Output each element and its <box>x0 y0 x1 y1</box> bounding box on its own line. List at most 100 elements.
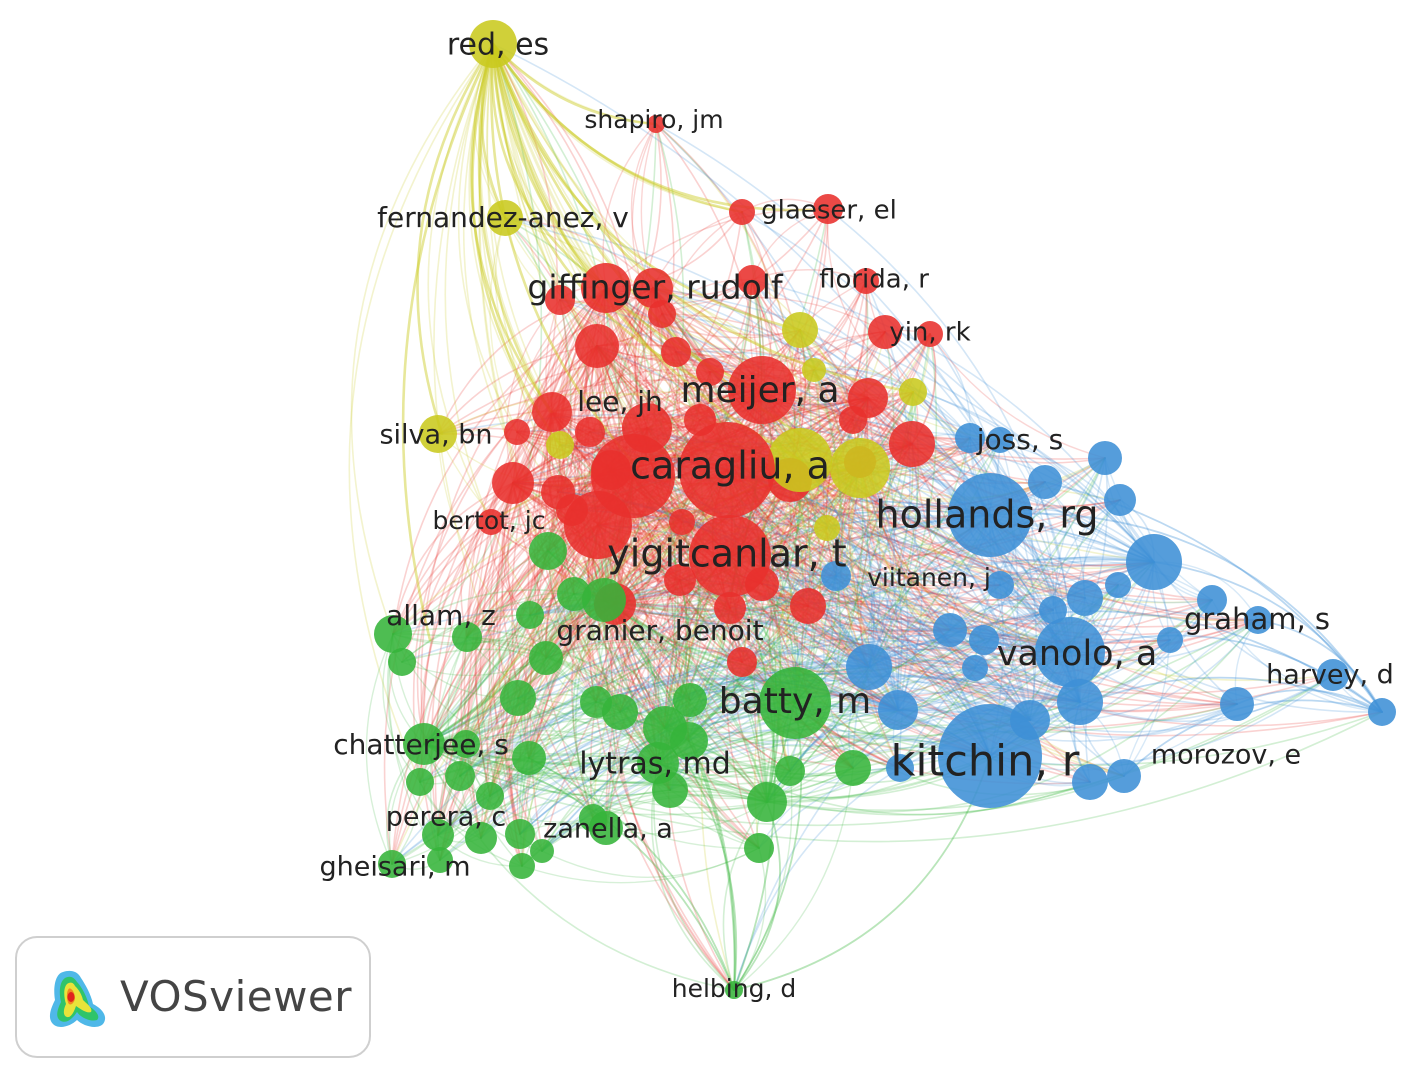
author-label[interactable]: caragliu, a <box>630 444 830 488</box>
author-node[interactable] <box>768 428 832 492</box>
author-label[interactable]: morozov, e <box>1151 740 1301 771</box>
author-node[interactable] <box>899 378 927 406</box>
author-node[interactable] <box>509 853 535 879</box>
author-node[interactable] <box>714 592 746 624</box>
author-label[interactable]: joss, s <box>976 423 1063 456</box>
author-node[interactable] <box>948 473 1032 557</box>
author-node[interactable] <box>938 704 1042 808</box>
author-label[interactable]: kitchin, r <box>891 737 1080 787</box>
author-node[interactable] <box>591 434 675 518</box>
author-node[interactable] <box>878 690 918 730</box>
author-node[interactable] <box>1107 759 1141 793</box>
author-node[interactable] <box>427 847 453 873</box>
author-label[interactable]: vanolo, a <box>997 634 1158 674</box>
author-node[interactable] <box>986 571 1014 599</box>
author-label[interactable]: helbing, d <box>672 974 796 1003</box>
author-node[interactable] <box>581 263 631 313</box>
author-node[interactable] <box>1028 465 1062 499</box>
author-node[interactable] <box>661 337 691 367</box>
author-node[interactable] <box>933 613 967 647</box>
author-node[interactable] <box>1035 617 1105 687</box>
author-label[interactable]: gheisari, m <box>319 852 470 883</box>
author-node[interactable] <box>529 532 567 570</box>
author-node[interactable] <box>689 515 771 597</box>
author-node[interactable] <box>679 422 775 518</box>
author-label[interactable]: harvey, d <box>1266 660 1394 691</box>
author-node[interactable] <box>1104 484 1136 516</box>
author-node[interactable] <box>1067 580 1103 616</box>
author-label[interactable]: silva, bn <box>379 420 492 451</box>
author-node[interactable] <box>782 312 818 348</box>
author-label[interactable]: fernandez-anez, v <box>377 201 629 234</box>
author-node[interactable] <box>512 741 546 775</box>
author-node[interactable] <box>406 768 434 796</box>
author-node[interactable] <box>1197 585 1227 615</box>
author-node[interactable] <box>737 265 767 295</box>
author-node[interactable] <box>532 392 572 432</box>
author-node[interactable] <box>1157 627 1183 653</box>
author-node[interactable] <box>500 680 536 716</box>
author-node[interactable] <box>955 423 985 453</box>
author-node[interactable] <box>469 20 517 68</box>
author-node[interactable] <box>602 694 638 730</box>
author-node[interactable] <box>1220 687 1254 721</box>
author-node[interactable] <box>962 655 988 681</box>
author-node[interactable] <box>452 622 482 652</box>
author-label[interactable]: hollands, rg <box>876 493 1099 537</box>
author-node[interactable] <box>987 427 1013 453</box>
author-node[interactable] <box>848 378 888 418</box>
author-node[interactable] <box>388 648 416 676</box>
author-node[interactable] <box>846 644 892 690</box>
author-node[interactable] <box>589 811 623 845</box>
author-label[interactable]: giffinger, rudolf <box>527 268 784 307</box>
author-node[interactable] <box>868 315 902 349</box>
author-node[interactable] <box>403 723 445 765</box>
author-label[interactable]: shapiro, jm <box>584 105 723 134</box>
author-node[interactable] <box>452 730 480 758</box>
author-label[interactable]: zanella, a <box>543 814 673 845</box>
author-node[interactable] <box>487 200 523 236</box>
author-node[interactable] <box>747 782 787 822</box>
author-node[interactable] <box>575 324 619 368</box>
author-node[interactable] <box>575 417 605 447</box>
author-node[interactable] <box>476 782 504 810</box>
author-label[interactable]: graham, s <box>1184 602 1330 636</box>
author-node[interactable] <box>582 578 626 622</box>
author-node[interactable] <box>541 475 575 509</box>
author-label[interactable]: yin, rk <box>889 318 970 348</box>
author-label[interactable]: lee, jh <box>577 385 663 418</box>
author-label[interactable]: bertot, jc <box>432 506 545 535</box>
author-node[interactable] <box>813 194 843 224</box>
author-node[interactable] <box>917 321 943 347</box>
author-node[interactable] <box>1039 596 1067 624</box>
author-node[interactable] <box>1088 441 1122 475</box>
author-node[interactable] <box>775 756 805 786</box>
author-node[interactable] <box>1244 606 1272 634</box>
author-node[interactable] <box>969 625 999 655</box>
author-node[interactable] <box>1072 764 1108 800</box>
author-node[interactable] <box>814 515 840 541</box>
author-node[interactable] <box>637 742 679 784</box>
author-label[interactable]: glaeser, el <box>761 196 897 226</box>
author-node[interactable] <box>419 415 457 453</box>
author-node[interactable] <box>478 509 504 535</box>
author-node[interactable] <box>516 601 544 629</box>
author-node[interactable] <box>422 819 454 851</box>
author-node[interactable] <box>505 819 535 849</box>
author-node[interactable] <box>889 421 935 467</box>
author-label[interactable]: meijer, a <box>680 370 839 411</box>
author-node[interactable] <box>374 615 412 653</box>
author-node[interactable] <box>492 462 534 504</box>
author-node[interactable] <box>669 509 695 535</box>
author-node[interactable] <box>1368 698 1396 726</box>
author-node[interactable] <box>1105 572 1131 598</box>
author-node[interactable] <box>802 358 826 382</box>
author-label[interactable]: lytras, md <box>579 747 731 782</box>
author-label[interactable]: granier, benoit <box>556 614 763 647</box>
author-node[interactable] <box>530 839 554 863</box>
author-node[interactable] <box>1317 659 1349 691</box>
author-node[interactable] <box>633 268 673 308</box>
author-label[interactable]: allam, z <box>386 599 496 632</box>
author-label[interactable]: red, es <box>447 28 549 63</box>
author-node[interactable] <box>643 706 687 750</box>
